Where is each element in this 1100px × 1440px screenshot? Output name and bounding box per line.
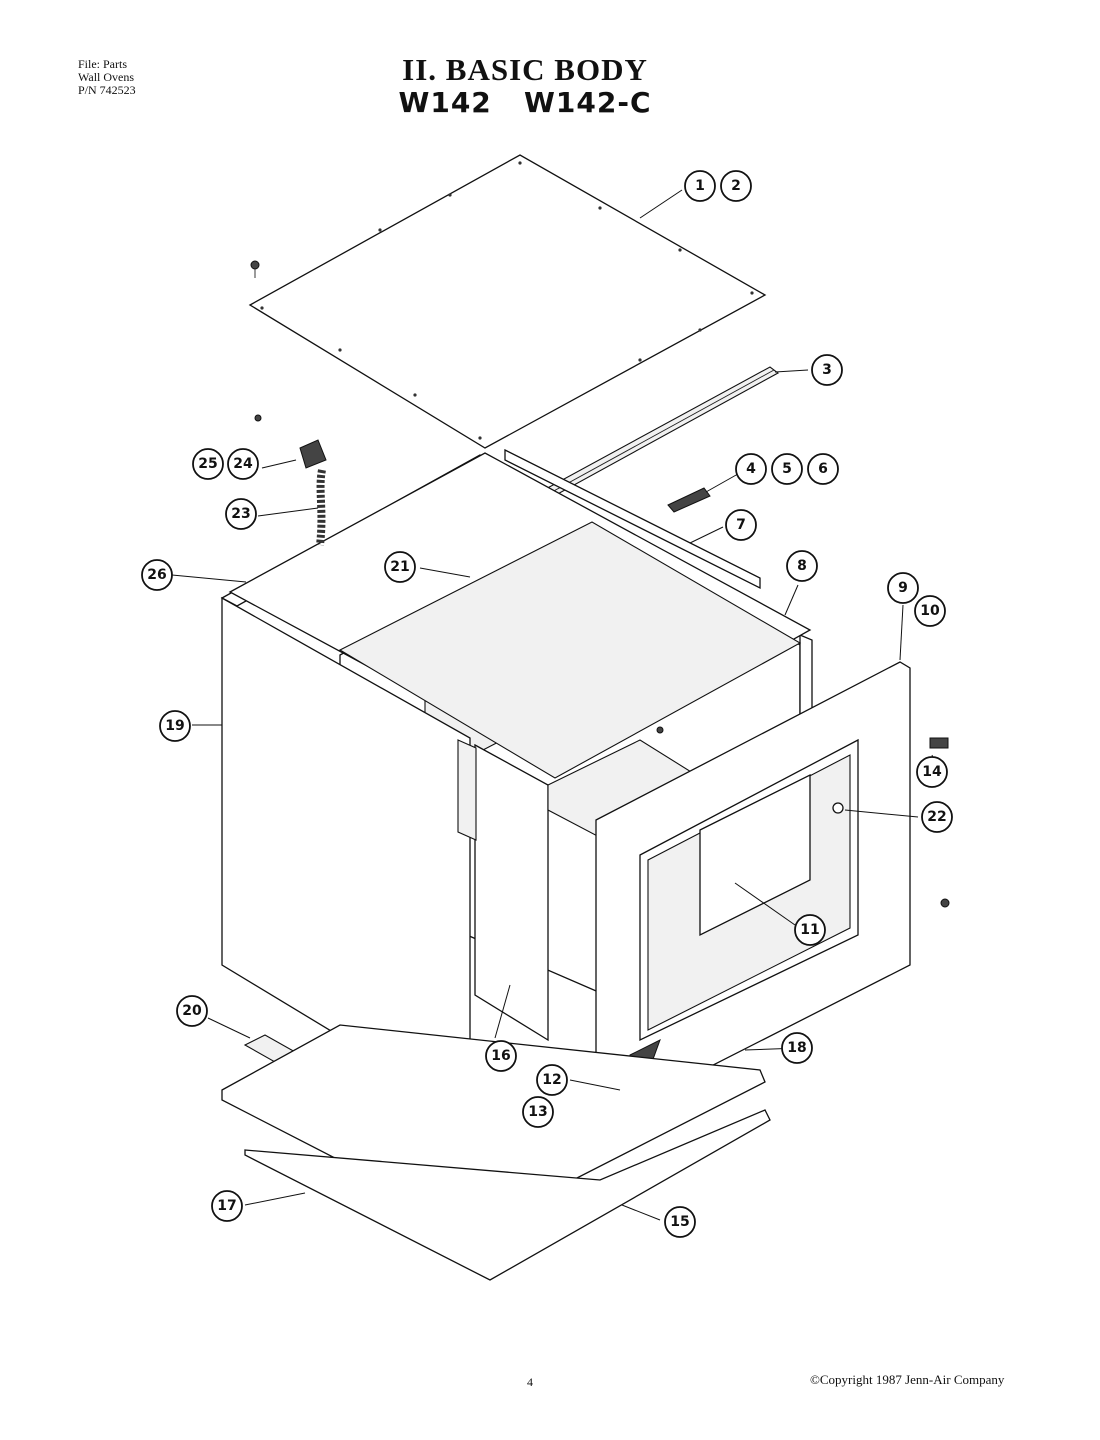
svg-text:12: 12 xyxy=(542,1072,561,1088)
conduit-part xyxy=(299,439,327,546)
callout-12: 12 xyxy=(536,1064,568,1096)
bottom-tray xyxy=(221,1024,771,1281)
callout-23: 23 xyxy=(225,498,257,530)
page-title: II. BASIC BODY xyxy=(402,52,648,87)
svg-text:16: 16 xyxy=(491,1048,510,1064)
callout-1: 1 xyxy=(684,170,716,202)
file-info-line-2: Wall Ovens xyxy=(78,70,135,84)
callout-9: 9 xyxy=(887,572,919,604)
svg-text:22: 22 xyxy=(927,809,946,825)
svg-text:24: 24 xyxy=(233,456,253,472)
top-cover-panel xyxy=(248,154,767,449)
callout-18: 18 xyxy=(781,1032,813,1064)
callout-15: 15 xyxy=(664,1206,696,1238)
callout-22: 22 xyxy=(921,801,953,833)
front-vertical-strip xyxy=(457,739,549,1042)
callout-20: 20 xyxy=(176,995,208,1027)
bracket-part xyxy=(667,487,711,513)
spring-clip-icon xyxy=(832,802,844,814)
model-numbers: W142 W142-C xyxy=(398,86,652,119)
callout-10: 10 xyxy=(914,595,946,627)
svg-text:8: 8 xyxy=(797,558,807,574)
callout-24: 24 xyxy=(227,448,259,480)
callout-21: 21 xyxy=(384,551,416,583)
svg-text:7: 7 xyxy=(736,517,746,533)
callout-13: 13 xyxy=(522,1096,554,1128)
svg-text:5: 5 xyxy=(782,461,792,477)
callout-26: 26 xyxy=(141,559,173,591)
svg-text:2: 2 xyxy=(731,178,741,194)
callout-11: 11 xyxy=(794,914,826,946)
file-info-line-3: P/N 742523 xyxy=(78,83,136,97)
svg-text:18: 18 xyxy=(787,1040,806,1056)
top-screw-icon xyxy=(250,260,260,278)
svg-text:19: 19 xyxy=(165,718,184,734)
svg-text:6: 6 xyxy=(818,461,828,477)
callout-3: 3 xyxy=(811,354,843,386)
svg-text:3: 3 xyxy=(822,362,832,378)
callout-2: 2 xyxy=(720,170,752,202)
file-info-line-1: File: Parts xyxy=(78,57,128,71)
callout-17: 17 xyxy=(211,1190,243,1222)
svg-text:21: 21 xyxy=(390,559,409,575)
callout-4: 4 xyxy=(735,453,767,485)
svg-text:10: 10 xyxy=(920,603,940,619)
callout-25: 25 xyxy=(192,448,224,480)
callout-7: 7 xyxy=(725,509,757,541)
svg-text:1: 1 xyxy=(695,178,705,194)
svg-text:20: 20 xyxy=(182,1003,202,1019)
page-number: 4 xyxy=(527,1375,533,1389)
svg-text:14: 14 xyxy=(922,764,942,780)
file-info: File: Parts Wall Ovens P/N 742523 xyxy=(78,58,136,97)
svg-text:26: 26 xyxy=(147,567,166,583)
svg-text:11: 11 xyxy=(800,922,819,938)
callout-6: 6 xyxy=(807,453,839,485)
rear-top-rail xyxy=(504,448,761,590)
svg-text:9: 9 xyxy=(898,580,908,596)
svg-text:4: 4 xyxy=(746,461,756,477)
clip-icon xyxy=(929,737,949,749)
copyright-notice: ©Copyright 1987 Jenn-Air Company xyxy=(810,1372,1005,1387)
svg-text:23: 23 xyxy=(231,506,250,522)
callout-16: 16 xyxy=(485,1040,517,1072)
callout-14: 14 xyxy=(916,756,948,788)
svg-text:13: 13 xyxy=(528,1104,547,1120)
callout-8: 8 xyxy=(786,550,818,582)
svg-text:17: 17 xyxy=(217,1198,236,1214)
callout-19: 19 xyxy=(159,710,191,742)
small-screw-icon xyxy=(254,414,262,422)
side-screw-icon xyxy=(940,898,950,908)
callout-5: 5 xyxy=(771,453,803,485)
svg-text:15: 15 xyxy=(670,1214,689,1230)
top-wrapper-edge xyxy=(228,452,812,779)
svg-text:25: 25 xyxy=(198,456,217,472)
